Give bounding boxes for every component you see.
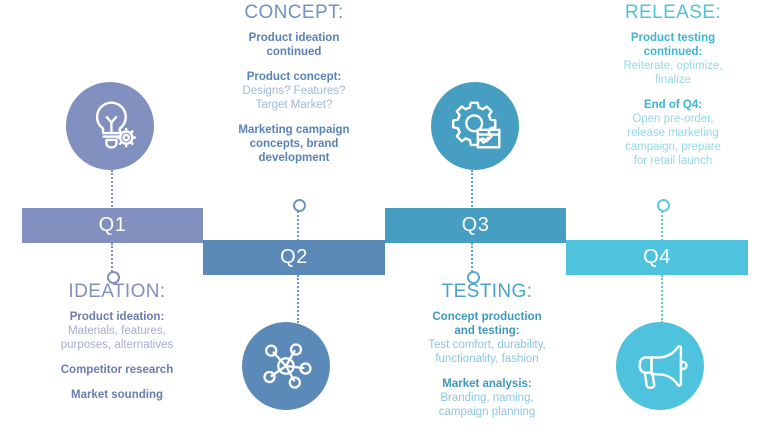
icon-circle-testing[interactable] (431, 82, 519, 170)
connector-pin-q1 (107, 271, 120, 284)
testing-item-1-detail: Branding, naming,campaign planning (438, 392, 536, 419)
connector-pin-q4 (657, 199, 670, 212)
timeline-bar-q4[interactable]: Q4 (566, 240, 748, 275)
connector-line-q2-bottom (297, 275, 299, 323)
timeline-bar-q1[interactable]: Q1 (22, 208, 203, 243)
connector-pin-q3 (467, 271, 480, 284)
connector-pin-q2 (293, 199, 306, 212)
ideation-item-2: Market sounding (14, 388, 220, 402)
connector-line-q2-top (297, 207, 299, 241)
ideation-item-2-bold: Market sounding (70, 389, 163, 402)
connector-line-q1-top (111, 170, 113, 210)
lightbulb-gear-icon (81, 98, 139, 154)
icon-circle-ideation[interactable] (66, 82, 154, 170)
ideation-item-0: Product ideation: Materials, features,pu… (14, 310, 220, 352)
connector-line-q1-bottom (111, 243, 113, 275)
megaphone-icon (631, 340, 689, 392)
phase-heading-concept: CONCEPT: (244, 2, 344, 23)
timeline-bar-q4-label: Q4 (643, 246, 671, 268)
concept-item-1-bold: Product concept: (246, 71, 342, 84)
ideation-item-1-bold: Competitor research (60, 364, 174, 377)
gear-checklist-icon (446, 98, 504, 154)
connector-line-q3-bottom (471, 243, 473, 275)
ideation-item-0-detail: Materials, features,purposes, alternativ… (60, 325, 174, 352)
timeline-bar-q3[interactable]: Q3 (385, 208, 566, 243)
ideation-item-1: Competitor research (14, 363, 220, 377)
timeline-bar-q2-label: Q2 (280, 246, 308, 268)
icon-circle-concept[interactable] (242, 322, 330, 410)
release-item-0-detail: Reiterate, optimize,finalize (623, 60, 723, 87)
concept-item-1-detail: Designs? Features?Target Market? (242, 85, 346, 112)
release-item-1-bold: End of Q4: (643, 99, 703, 112)
phase-heading-ideation: IDEATION: (68, 281, 166, 302)
phase-heading-testing: TESTING: (441, 281, 533, 302)
timeline-bar-q1-label: Q1 (98, 214, 127, 236)
icon-circle-release[interactable] (616, 322, 704, 410)
concept-item-1: Product concept: Designs? Features?Targe… (196, 70, 392, 112)
phase-heading-release: RELEASE: (624, 2, 722, 23)
testing-item-0-detail: Test comfort, durability,functionality, … (428, 339, 546, 366)
molecule-network-icon (258, 339, 314, 393)
ideation-item-0-bold: Product ideation: (69, 311, 165, 323)
phase-block-ideation: IDEATION: Product ideation: Materials, f… (14, 281, 220, 402)
testing-item-1: Market analysis: Branding, naming,campai… (384, 377, 590, 419)
connector-line-q4-bottom (661, 275, 663, 323)
timeline-bar-q3-label: Q3 (461, 214, 490, 236)
release-item-1: End of Q4: Open pre-order,release market… (580, 98, 766, 168)
connector-line-q3-top (471, 170, 473, 210)
timeline-bar-q2[interactable]: Q2 (203, 240, 385, 275)
connector-line-q4-top (661, 207, 663, 241)
testing-item-1-bold: Market analysis: (442, 378, 532, 391)
